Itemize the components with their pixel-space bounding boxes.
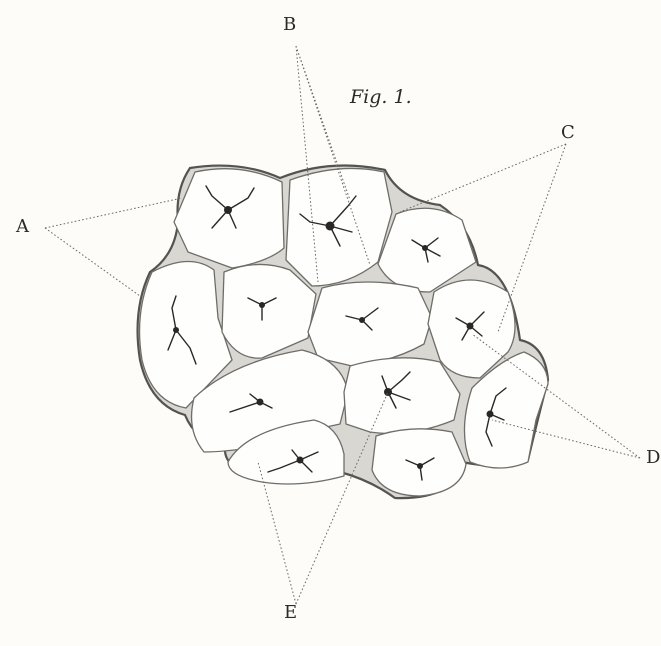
label-d: D <box>646 447 661 468</box>
label-a: A <box>16 216 29 237</box>
cell <box>173 168 285 269</box>
label-b: B <box>283 14 297 35</box>
nucleus-group <box>229 393 273 413</box>
cell <box>463 351 549 469</box>
leader-lines <box>44 45 641 605</box>
cell <box>371 428 467 497</box>
nucleus-group <box>247 297 277 321</box>
leader-line-d <box>471 333 641 459</box>
nucleus-group <box>205 185 255 229</box>
nucleus-group <box>381 371 411 409</box>
leader-line-a <box>44 197 183 297</box>
figure-title: Fig. 1. <box>350 86 412 108</box>
label-c: C <box>561 122 575 143</box>
cell <box>221 263 317 359</box>
leader-line-b <box>295 45 371 283</box>
label-e: E <box>284 602 298 623</box>
cell <box>227 419 345 485</box>
nucleus-group <box>167 295 197 365</box>
cell <box>138 260 233 409</box>
cell <box>343 357 461 435</box>
leader-line-e <box>257 391 389 605</box>
nucleus-group <box>267 449 319 473</box>
nucleus-group <box>345 307 379 331</box>
nucleus-group <box>455 311 485 341</box>
leader-line-c <box>399 143 567 333</box>
nucleus-group <box>411 237 441 263</box>
nucleus-group <box>485 387 507 447</box>
nucleus-group <box>405 457 435 481</box>
nucleus-group <box>299 195 357 247</box>
cell <box>285 167 393 287</box>
